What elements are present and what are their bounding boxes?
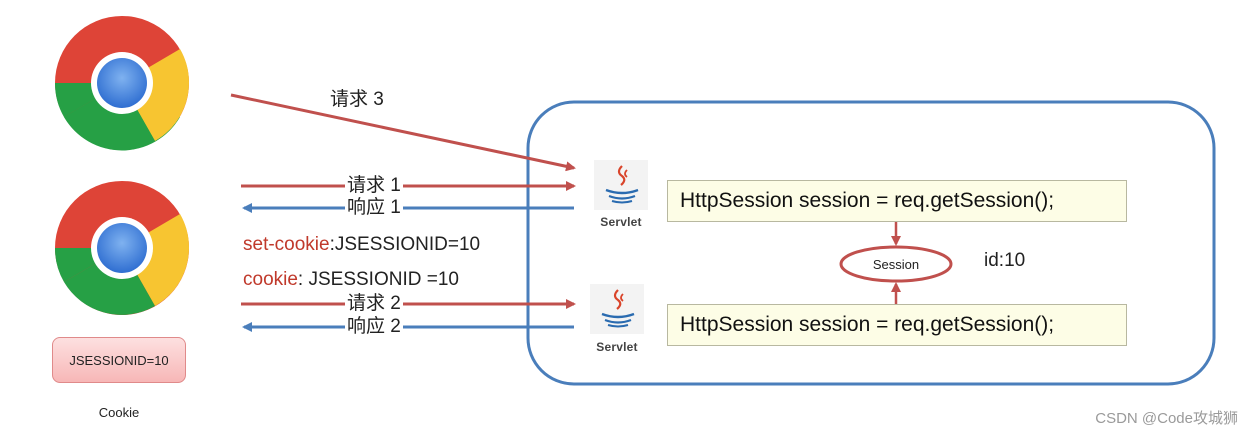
cookie-value: : JSESSIONID =10 [297,269,459,290]
browser-icon-bottom [54,181,190,315]
cookie-caption: Cookie [98,405,140,420]
session-label: Session [872,256,920,272]
response-1-label: 响应 1 [345,197,403,218]
browser-icon-top [54,16,190,151]
servlet-java-icon-top [594,160,648,210]
code-box-top: HttpSession session = req.getSession(); [667,180,1127,222]
watermark: CSDN @Code攻城狮 [1095,410,1238,427]
session-ellipse [839,245,953,283]
cookie-jsessionid-badge: JSESSIONID=10 [52,337,186,383]
request-3-arrow [230,93,576,172]
server-container [526,100,1216,386]
code-box-bottom: HttpSession session = req.getSession(); [667,304,1127,346]
cookie-header: cookie: JSESSIONID =10 [243,270,459,289]
cookie-badge-text: JSESSIONID=10 [69,352,169,368]
set-cookie-value: :JSESSIONID=10 [329,234,481,255]
servlet-label-bottom: Servlet [596,340,638,354]
request-3-label: 请求 3 [330,89,384,110]
request-2-label: 请求 2 [345,293,403,314]
response-2-label: 响应 2 [345,316,403,337]
servlet-java-icon-bottom [590,284,644,334]
cookie-key: cookie [243,269,298,290]
request-1-label: 请求 1 [345,175,403,196]
session-id-label: id:10 [984,250,1026,271]
code-text-top: HttpSession session = req.getSession(); [680,189,1055,212]
servlet-label-top: Servlet [600,215,642,229]
set-cookie-header: set-cookie:JSESSIONID=10 [243,235,480,254]
code-text-bottom: HttpSession session = req.getSession(); [680,313,1055,336]
set-cookie-key: set-cookie [243,234,330,255]
